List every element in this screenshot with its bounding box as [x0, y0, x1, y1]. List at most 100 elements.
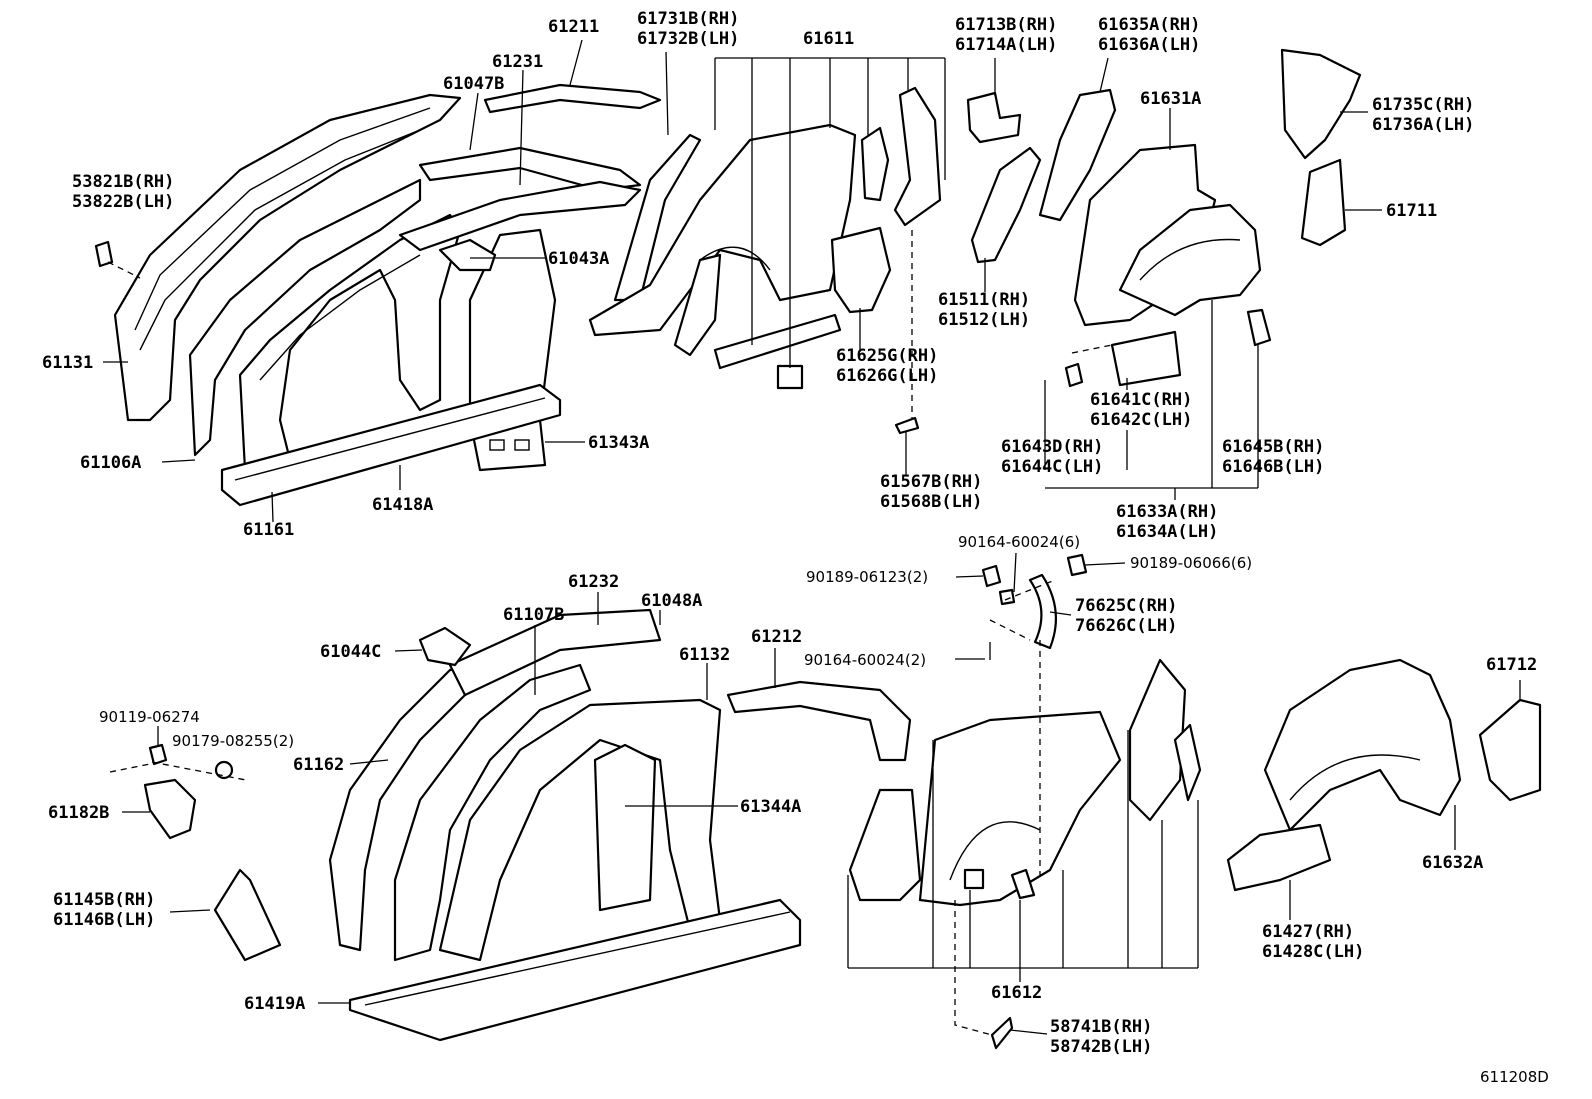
- label-90189-06066: 90189-06066(6): [1130, 554, 1252, 572]
- part-61044c-bracket: [418, 626, 472, 667]
- part-90164-screw: [998, 588, 1016, 606]
- part-90119-bolt: [148, 743, 168, 766]
- part-61635a-pillar: [1038, 88, 1117, 222]
- label-61641c: 61641C(RH): [1090, 390, 1192, 410]
- label-61044c: 61044C: [320, 642, 381, 662]
- part-61643d-clip: [1064, 362, 1084, 388]
- part-61611-strip: [713, 313, 842, 370]
- part-61612-gusset: [1173, 723, 1202, 802]
- label-61512: 61512(LH): [938, 310, 1030, 330]
- part-61611-pad: [776, 364, 804, 390]
- label-61612: 61612: [991, 983, 1042, 1003]
- part-61344a-pillar: [593, 743, 657, 912]
- label-61211: 61211: [548, 17, 599, 37]
- label-90179-08255: 90179-08255(2): [172, 732, 294, 750]
- part-90189-06066-clip: [1066, 553, 1088, 577]
- part-61611-quarter-panel: [588, 123, 857, 337]
- label-61106a: 61106A: [80, 453, 141, 473]
- label-61646b: 61646B(LH): [1222, 457, 1324, 477]
- part-61043a-bracket: [438, 238, 497, 272]
- label-61418a: 61418A: [372, 495, 433, 515]
- lower-right-parts: [848, 553, 1542, 1050]
- label-61146b: 61146B(LH): [53, 910, 155, 930]
- label-61047b: 61047B: [443, 74, 504, 94]
- label-61645b: 61645B(RH): [1222, 437, 1324, 457]
- upper-right-parts: [966, 48, 1362, 388]
- label-61711: 61711: [1386, 201, 1437, 221]
- part-58741b-clip: [990, 1016, 1014, 1050]
- drawing-code: 611208D: [1480, 1068, 1549, 1086]
- part-61712-bracket: [1478, 698, 1542, 802]
- label-61131: 61131: [42, 353, 93, 373]
- part-61735c-bracket: [1280, 48, 1362, 160]
- label-58742b: 58742B(LH): [1050, 1037, 1152, 1057]
- label-61419a: 61419A: [244, 994, 305, 1014]
- label-61182b: 61182B: [48, 803, 109, 823]
- label-61427: 61427(RH): [1262, 922, 1354, 942]
- label-61642c: 61642C(LH): [1090, 410, 1192, 430]
- part-61611-inner: [673, 253, 722, 357]
- label-76626c: 76626C(LH): [1075, 616, 1177, 636]
- part-61711-bracket: [1300, 158, 1347, 247]
- label-61626g: 61626G(LH): [836, 366, 938, 386]
- label-61714a: 61714A(LH): [955, 35, 1057, 55]
- part-61107b-frame: [393, 663, 592, 962]
- label-61048a: 61048A: [641, 591, 702, 611]
- label-61162: 61162: [293, 755, 344, 775]
- part-61145b-bracket: [213, 868, 282, 962]
- label-61732b: 61732B(LH): [637, 29, 739, 49]
- label-61232: 61232: [568, 572, 619, 592]
- label-61567b: 61567B(RH): [880, 472, 982, 492]
- label-61344a: 61344A: [740, 797, 801, 817]
- label-61231: 61231: [492, 52, 543, 72]
- label-90164-60024-2: 90164-60024(2): [804, 651, 926, 669]
- label-76625c: 76625C(RH): [1075, 596, 1177, 616]
- upper-left-parts: [94, 83, 662, 507]
- label-61568b: 61568B(LH): [880, 492, 982, 512]
- part-53821b-clip: [94, 240, 114, 268]
- part-61612-quarter-panel: [918, 710, 1122, 907]
- label-61634a: 61634A(LH): [1116, 522, 1218, 542]
- part-61611-gusset: [860, 126, 890, 202]
- part-61511-pillar: [970, 146, 1042, 264]
- part-61211-roof-rail: [483, 83, 662, 114]
- label-61633a: 61633A(RH): [1116, 502, 1218, 522]
- label-61631a: 61631A: [1140, 89, 1201, 109]
- label-61511: 61511(RH): [938, 290, 1030, 310]
- part-90189-06123-clip: [981, 564, 1002, 588]
- part-61427-bracket: [1226, 823, 1332, 892]
- label-61132: 61132: [679, 645, 730, 665]
- label-61644c: 61644C(LH): [1001, 457, 1103, 477]
- label-90189-06123: 90189-06123(2): [806, 568, 928, 586]
- part-61612-bracket: [1128, 658, 1187, 822]
- part-61611-bracket: [893, 86, 942, 227]
- part-61418a-rocker: [220, 383, 562, 507]
- label-90164-60024-6: 90164-60024(6): [958, 533, 1080, 551]
- label-61107b: 61107B: [503, 605, 564, 625]
- label-53821b: 53821B(RH): [72, 172, 174, 192]
- label-61625g: 61625G(RH): [836, 346, 938, 366]
- label-61636a: 61636A(LH): [1098, 35, 1200, 55]
- part-61612-clip: [1010, 868, 1036, 900]
- label-61632a: 61632A: [1422, 853, 1483, 873]
- label-61731b: 61731B(RH): [637, 9, 739, 29]
- callout-labels: 61211 61731B(RH) 61732B(LH) 61611 61231 …: [42, 9, 1549, 1086]
- part-61162-frame: [328, 663, 472, 952]
- part-61567b-clip: [894, 416, 920, 435]
- label-61043a: 61043A: [548, 249, 609, 269]
- leader-lines: [103, 39, 1521, 1036]
- part-61182b-bracket: [143, 778, 197, 840]
- label-61712: 61712: [1486, 655, 1537, 675]
- part-61641c-bracket: [1110, 330, 1182, 387]
- lower-left-parts: [143, 608, 912, 1042]
- part-61713b-bracket: [966, 91, 1022, 144]
- part-61106a-frame: [188, 178, 422, 457]
- part-61212-roof-rail: [726, 680, 912, 762]
- label-61161: 61161: [243, 520, 294, 540]
- part-61625g-extension: [830, 226, 892, 314]
- part-90179-nut: [214, 760, 234, 780]
- upper-middle-parts: [588, 86, 942, 435]
- part-61612-pad: [963, 868, 985, 890]
- part-61632a-wheelhouse: [1263, 658, 1462, 832]
